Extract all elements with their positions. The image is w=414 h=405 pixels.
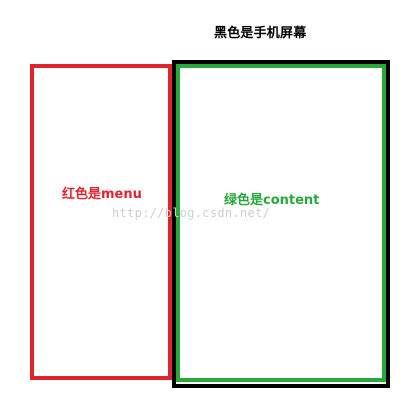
phone-screen-frame [172,60,390,388]
content-label: 绿色是content [224,193,320,208]
content-frame [176,64,386,382]
watermark-text: http://blog.csdn.net/ [112,206,271,220]
screen-title: 黑色是手机屏幕 [214,26,307,41]
menu-frame [30,64,172,380]
menu-label: 红色是menu [62,187,142,202]
